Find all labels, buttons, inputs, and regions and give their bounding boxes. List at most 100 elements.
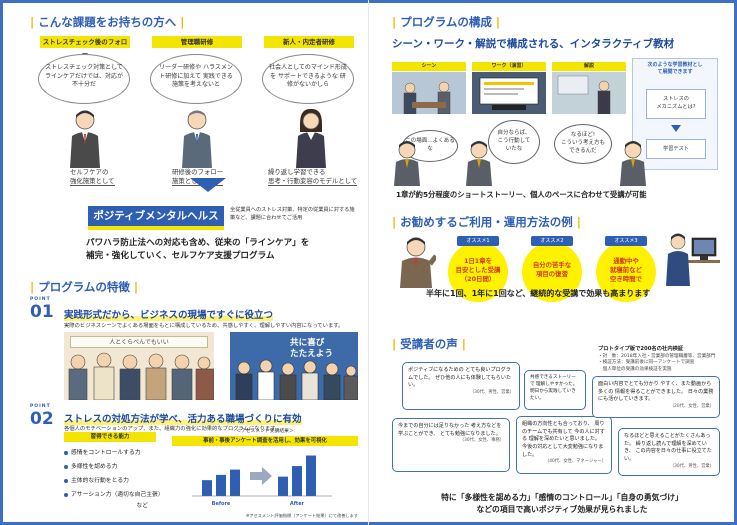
man-thinking-icon [394, 141, 420, 186]
heading-bar-icon: | [572, 215, 581, 229]
scene-panel-scene [392, 72, 466, 114]
celebration-people-icon [235, 359, 358, 400]
reaction-line: こういう考え方も [560, 140, 605, 147]
scene-label: 解説 [552, 62, 626, 71]
issues-panel: ストレスチェック後のフォロー ストレスチェック対策として ラインケアだけでは、対… [30, 36, 360, 196]
man-thinking-icon [466, 141, 492, 186]
voice-card: ポジティブになるための とても良いプログラムでした。 ぜひ他の人にも体験してもら… [402, 362, 520, 410]
learning-material-box: 次のような学習教材とし て展開できます ストレスの メカニズムとは? 学習テスト [632, 58, 718, 170]
scene-panel-work [472, 72, 546, 114]
chart-category-label: After [290, 501, 305, 507]
voice-card: 面白い内容でとても分かり やすく、また動画から多くの 情報を得ることができました… [592, 376, 720, 418]
point-headline: ストレスの対処方法が学べ、活力ある職場づくりに有効 [64, 411, 302, 425]
skills-list: 習得できる能力 感情をコントロールする力 多様性を認める力 主体的な行動をとる力… [64, 432, 164, 514]
scene-label: ワーク（演習） [472, 62, 546, 71]
heading-bar-icon: | [491, 15, 501, 29]
voices-study-note-line: ・対 象：2018年入社・営業部の管理職層等、営業部門 [598, 353, 716, 359]
issue-bubble-manager: リーダー研修や ハラスメント研修に加えて 実践できる施策を考えないと [150, 54, 242, 104]
product-name-banner: ポジティブメンタルヘルス [88, 206, 224, 226]
recommend-line: 通勤中や [613, 257, 639, 265]
recommend-tag: オススメ3 [605, 236, 647, 246]
scene-panel-explain [552, 72, 626, 114]
chart-note: ※アセスメント評価指標（アンケート結果）にて改善します [245, 513, 358, 518]
voice-card: 共感できるストーリーで 理解しやすかった。 明日から実践していきたい。 [524, 370, 586, 410]
bullet-icon [64, 464, 68, 469]
issue-caption-line: セルフケアの [70, 168, 109, 176]
chart-bar [306, 455, 316, 496]
point-subtext: 各個人のモチベーションのアップ、また、組織力の強化に効果的なプログラムになります… [64, 426, 281, 432]
recommend-line: 自分の苦手な [532, 261, 572, 269]
reaction-bubble-3: なるほど!こういう考え方もできるんだ [554, 124, 612, 164]
bullet-icon [64, 492, 68, 497]
heading-bar-icon: | [30, 280, 39, 294]
issue-label-manager: 管理職研修 [152, 36, 242, 48]
scene-photo-office: 人とくらべんでもいい [64, 332, 214, 400]
list-item: アサーション力（適切な自己主張） [64, 489, 164, 498]
recommend-summary: 半年に1回、1年に1回など、継続的な受講で効果も高まります [426, 289, 651, 298]
features-heading-text: プログラムの特徴 [38, 280, 130, 294]
voices-study-note-line: ・検証方法：受講前後に同一アンケートで調査 [598, 360, 695, 366]
recommend-line: 項目の復習 [536, 269, 568, 278]
chart-bar [278, 476, 288, 496]
point-number: 02 [30, 409, 54, 429]
chart-bar [292, 466, 302, 496]
bullet-icon [64, 478, 68, 483]
point-number: 01 [30, 302, 54, 322]
point-headline: 実践形式だから、ビジネスの現場ですぐに役立つ [64, 307, 274, 321]
list-item: 多様性を認める力 [64, 461, 156, 470]
learning-material-title: 次のような学習教材とし て展開できます [633, 62, 717, 76]
recommend-tag: オススメ1 [457, 236, 499, 246]
voice-card: なるほどと思えることがたくさんあった。 繰り返し読んで理解を深めていき、 この内… [618, 428, 720, 476]
tagline-line: 補完・強化していく、セルフケア支援プログラム [86, 250, 275, 261]
voice-card: 組織の方向性とも合っており、 周りのチームでも共有して 今の人に対する 理解を深… [516, 416, 612, 474]
work-screen-icon [472, 72, 546, 114]
reaction-line: できるんだ [569, 147, 597, 154]
meeting-scene-icon [392, 72, 466, 114]
bullet-icon [64, 450, 68, 455]
list-item-text: アサーション力（適切な自己主張） [71, 492, 164, 498]
recommend-text: 1日1章を 目安とした受講 （20日間） [448, 257, 508, 284]
arrow-right-icon [250, 467, 272, 485]
issue-label-newhire: 新人・内定者研修 [264, 36, 354, 48]
skills-list-heading: 習得できる能力 [64, 432, 156, 442]
list-etc: など [136, 503, 148, 509]
scene-photo-caption: 人とくらべんでもいい [70, 336, 208, 348]
chart-bar [202, 480, 212, 496]
voices-study-note-head: プロトタイプ版で200名の社内検証 [598, 346, 684, 352]
chart-caption: ＜アセスメント受講結果＞ [236, 429, 294, 434]
recommend-tag: オススメ2 [531, 236, 573, 246]
recommend-line: 1日1章を [463, 257, 493, 265]
scene-label: シーン [392, 62, 466, 71]
voice-card-attribution: （40代、女性、マネージャー） [544, 459, 606, 465]
heading-bar-icon: | [457, 337, 466, 351]
voice-card-attribution: （30代、男性、営業） [469, 389, 514, 395]
list-item-text: 主体的な行動をとる力 [71, 478, 129, 484]
right-page: | プログラムの構成 | シーン・ワーク・解説で構成される、インタラクティブ教材… [392, 14, 722, 514]
voice-card-text: 今までの自分には足りなかった 考え方などを学ぶことができ、 とても勉強になりまし… [398, 423, 502, 437]
office-people-icon [68, 352, 214, 400]
heading-bar-icon: | [30, 15, 39, 29]
point-headline-text: 実践形式だから、ビジネスの現場ですぐに役立つ [64, 310, 274, 321]
voices-study-note-line: 個人単位の受講の効果検証を実施 [598, 366, 672, 372]
celebration-caption: 共に喜び たたえよう [290, 338, 333, 359]
voice-card: 今までの自分には足りなかった 考え方などを学ぶことができ、 とても勉強になりまし… [392, 418, 510, 472]
heading-bar-icon: | [392, 337, 401, 351]
issue-caption-stresscheck: セルフケアの 強化施策として [70, 168, 115, 187]
point-headline-text: ストレスの対処方法が学べ、活力ある職場づくりに有効 [64, 414, 302, 425]
learning-material-title-line: 次のような学習教材とし [647, 62, 703, 68]
celebration-caption-line: 共に喜び [290, 338, 325, 348]
issue-bubble-newhire: 社会人としてのマインド形成を サポートできるような 研修がないかしら [262, 54, 354, 104]
tagline-line: パワハラ防止法への対応も含め、従来の「ラインケア」を [86, 238, 310, 248]
point-label: POINT [30, 297, 51, 302]
heading-bar-icon: | [129, 280, 139, 294]
voice-card-text: 共感できるストーリーで 理解しやすかった。 明日から実践していきたい。 [530, 375, 578, 401]
reaction-line: なるほど! [570, 132, 596, 139]
structure-summary: 1章が約5分程度のショートストーリー、個人のペースに合わせて受講が可能 [396, 190, 647, 199]
product-name-underline [88, 226, 224, 230]
voices-heading-text: 受講者の声 [400, 337, 458, 351]
product-description: 全従業員へのストレス対策、特定の従業員に対する施策など、課題に合わせてご活用 [230, 207, 355, 221]
learning-card-test: 学習テスト [646, 139, 706, 159]
voice-card-attribution: （30代、女性、事務） [459, 438, 504, 444]
voice-card-text: 面白い内容でとても分かり やすく、また動画から多くの 情報を得ることができました… [598, 381, 714, 403]
recommend-circle-2: オススメ2 自分の苦手な 項目の復習 [522, 236, 582, 302]
